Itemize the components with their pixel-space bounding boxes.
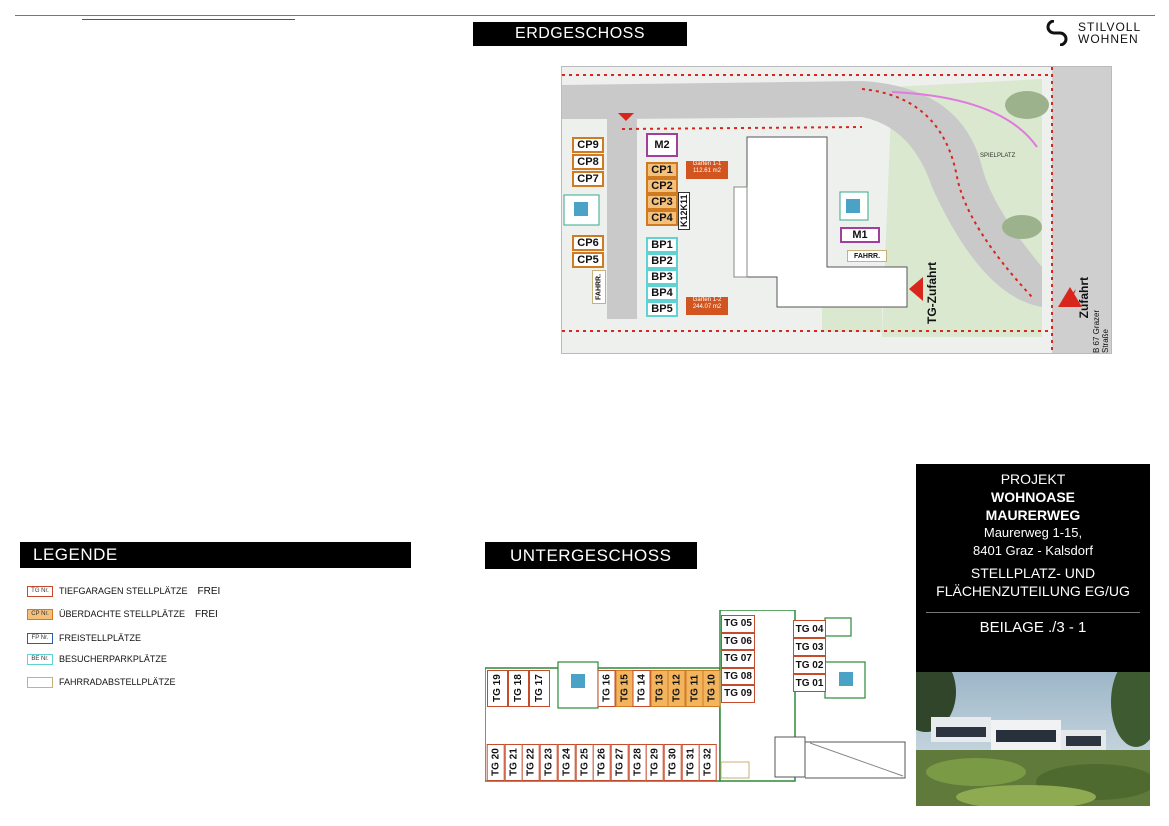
zufahrt-label: Zufahrt — [1077, 277, 1091, 319]
parking-tg: TG 30 — [664, 744, 682, 781]
project-label: PROJEKT — [1000, 471, 1066, 487]
legend-row: FP Nr. FREISTELLPLÄTZE — [27, 631, 141, 645]
rendering-image — [916, 672, 1150, 806]
parking-tg: TG 32 — [699, 744, 718, 781]
project-address-2: 8401 Graz - Kalsdorf — [973, 543, 1093, 558]
parking-tg: TG 10 — [703, 670, 721, 707]
parking-bp2: BP2 — [646, 253, 678, 269]
legend-row: TG Nr. TIEFGARAGEN STELLPLÄTZE FREI — [27, 584, 220, 598]
storage-m2: M2 — [646, 133, 678, 157]
parking-cp2: CP2 — [646, 178, 678, 194]
parking-tg: TG 11 — [685, 670, 703, 707]
garden-1-2: Garten 1-2 244.07 m2 — [686, 297, 728, 315]
header-rule-short — [82, 19, 295, 20]
parking-tg: TG 27 — [610, 744, 629, 781]
parking-tg: TG 21 — [504, 744, 523, 781]
legend-swatch: TG Nr. — [27, 585, 53, 597]
parking-tg: TG 17 — [529, 670, 550, 707]
parking-tg: TG 04 — [793, 620, 826, 638]
legend-status: FREI — [197, 585, 221, 597]
logo-line2: WOHNEN — [1078, 32, 1139, 46]
legend-label: FREISTELLPLÄTZE — [59, 633, 142, 643]
parking-tg: TG 23 — [540, 744, 558, 781]
parking-cp3: CP3 — [646, 194, 678, 210]
legend-row: CP Nr. ÜBERDACHTE STELLPLÄTZE FREI — [27, 607, 218, 621]
parking-tg: TG 31 — [681, 744, 700, 781]
project-rendering-photo — [916, 672, 1150, 806]
parking-tg: TG 20 — [487, 744, 505, 781]
legend-swatch — [27, 676, 53, 688]
street-label: B 67 Grazer Straße — [1092, 309, 1110, 353]
parking-tg: TG 22 — [522, 744, 541, 781]
parking-tg: TG 15 — [615, 670, 633, 707]
parking-tg: TG 08 — [721, 667, 755, 685]
legend-label: BESUCHERPARKPLÄTZE — [59, 654, 167, 664]
parking-cp4: CP4 — [646, 210, 678, 226]
project-desc-1: STELLPLATZ- UND — [970, 565, 1096, 581]
parking-tg: TG 28 — [628, 744, 647, 781]
parking-cp9: CP9 — [572, 137, 604, 153]
legend-label: ÜBERDACHTE STELLPLÄTZE — [59, 609, 186, 619]
legend-status: FREI — [195, 608, 218, 620]
parking-bp3: BP3 — [646, 269, 678, 285]
title-legende: LEGENDE — [20, 542, 411, 568]
project-divider — [926, 612, 1140, 613]
stilvoll-logo-icon — [1046, 20, 1068, 46]
tg-zufahrt-label: TG-Zufahrt — [925, 262, 939, 324]
parking-tg: TG 18 — [508, 670, 529, 707]
parking-tg: TG 16 — [598, 670, 616, 707]
legend-swatch: FP Nr. — [27, 632, 53, 644]
project-desc-2: FLÄCHENZUTEILUNG EG/UG — [936, 583, 1130, 599]
parking-tg: TG 05 — [721, 615, 755, 633]
parking-tg: TG 12 — [668, 670, 686, 707]
garden-1-1: Garten 1-1 112.61 m2 — [686, 161, 728, 179]
header-rule — [15, 15, 1155, 16]
legend-swatch: CP Nr. — [27, 608, 53, 620]
ground-floor-plan: CP9 CP8 CP7 CP6 CP5 FAHRR. M2 CP1 CP2 CP… — [561, 66, 1112, 354]
parking-tg: TG 19 — [487, 670, 508, 707]
legend-row: BE Nr. BESUCHERPARKPLÄTZE — [27, 652, 167, 666]
parking-bp4: BP4 — [646, 285, 678, 301]
parking-tg: TG 01 — [793, 674, 826, 692]
parking-tg: TG 24 — [557, 744, 576, 781]
parking-tg: TG 03 — [793, 638, 826, 656]
project-name-2: MAURERWEG — [985, 507, 1081, 523]
legend-row: FAHRRADABSTELLPLÄTZE — [27, 675, 176, 689]
project-address-1: Maurerweg 1-15, — [983, 525, 1083, 540]
parking-bp5: BP5 — [646, 301, 678, 317]
k12k11-label: K12K11 — [678, 192, 690, 230]
logo-line1: STILVOLL — [1078, 20, 1142, 34]
parking-tg: TG 02 — [793, 656, 826, 674]
fahrr-vertical-label: FAHRR. — [592, 270, 606, 304]
parking-tg: TG 14 — [633, 670, 651, 707]
spielplatz-label: SPIELPLATZ — [980, 153, 1016, 159]
parking-cp5: CP5 — [572, 252, 604, 268]
project-info-panel: PROJEKT WOHNOASE MAURERWEG Maurerweg 1-1… — [916, 464, 1150, 672]
project-name-1: WOHNOASE — [991, 489, 1075, 505]
legend-label: TIEFGARAGEN STELLPLÄTZE — [59, 586, 188, 596]
logo: STILVOLL WOHNEN — [1046, 20, 1141, 46]
ground-floor-site-drawing — [562, 67, 1111, 353]
parking-tg: TG 26 — [593, 744, 611, 781]
parking-tg: TG 09 — [721, 685, 755, 703]
parking-cp7: CP7 — [572, 171, 604, 187]
parking-tg: TG 29 — [646, 744, 664, 781]
legend-label: FAHRRADABSTELLPLÄTZE — [59, 677, 176, 687]
title-erdgeschoss: ERDGESCHOSS — [473, 22, 687, 46]
title-untergeschoss: UNTERGESCHOSS — [485, 542, 697, 569]
fahrr-horizontal-label: FAHRR. — [847, 250, 887, 262]
parking-bp1: BP1 — [646, 237, 678, 253]
parking-tg: TG 06 — [721, 632, 755, 650]
project-beilage: BEILAGE ./3 - 1 — [979, 619, 1087, 636]
legend-swatch: BE Nr. — [27, 653, 53, 665]
parking-cp1: CP1 — [646, 162, 678, 178]
parking-tg: TG 25 — [575, 744, 594, 781]
parking-tg: TG 07 — [721, 650, 755, 668]
parking-cp8: CP8 — [572, 154, 604, 170]
parking-cp6: CP6 — [572, 235, 604, 251]
parking-tg: TG 13 — [650, 670, 668, 707]
storage-m1: M1 — [840, 227, 880, 243]
